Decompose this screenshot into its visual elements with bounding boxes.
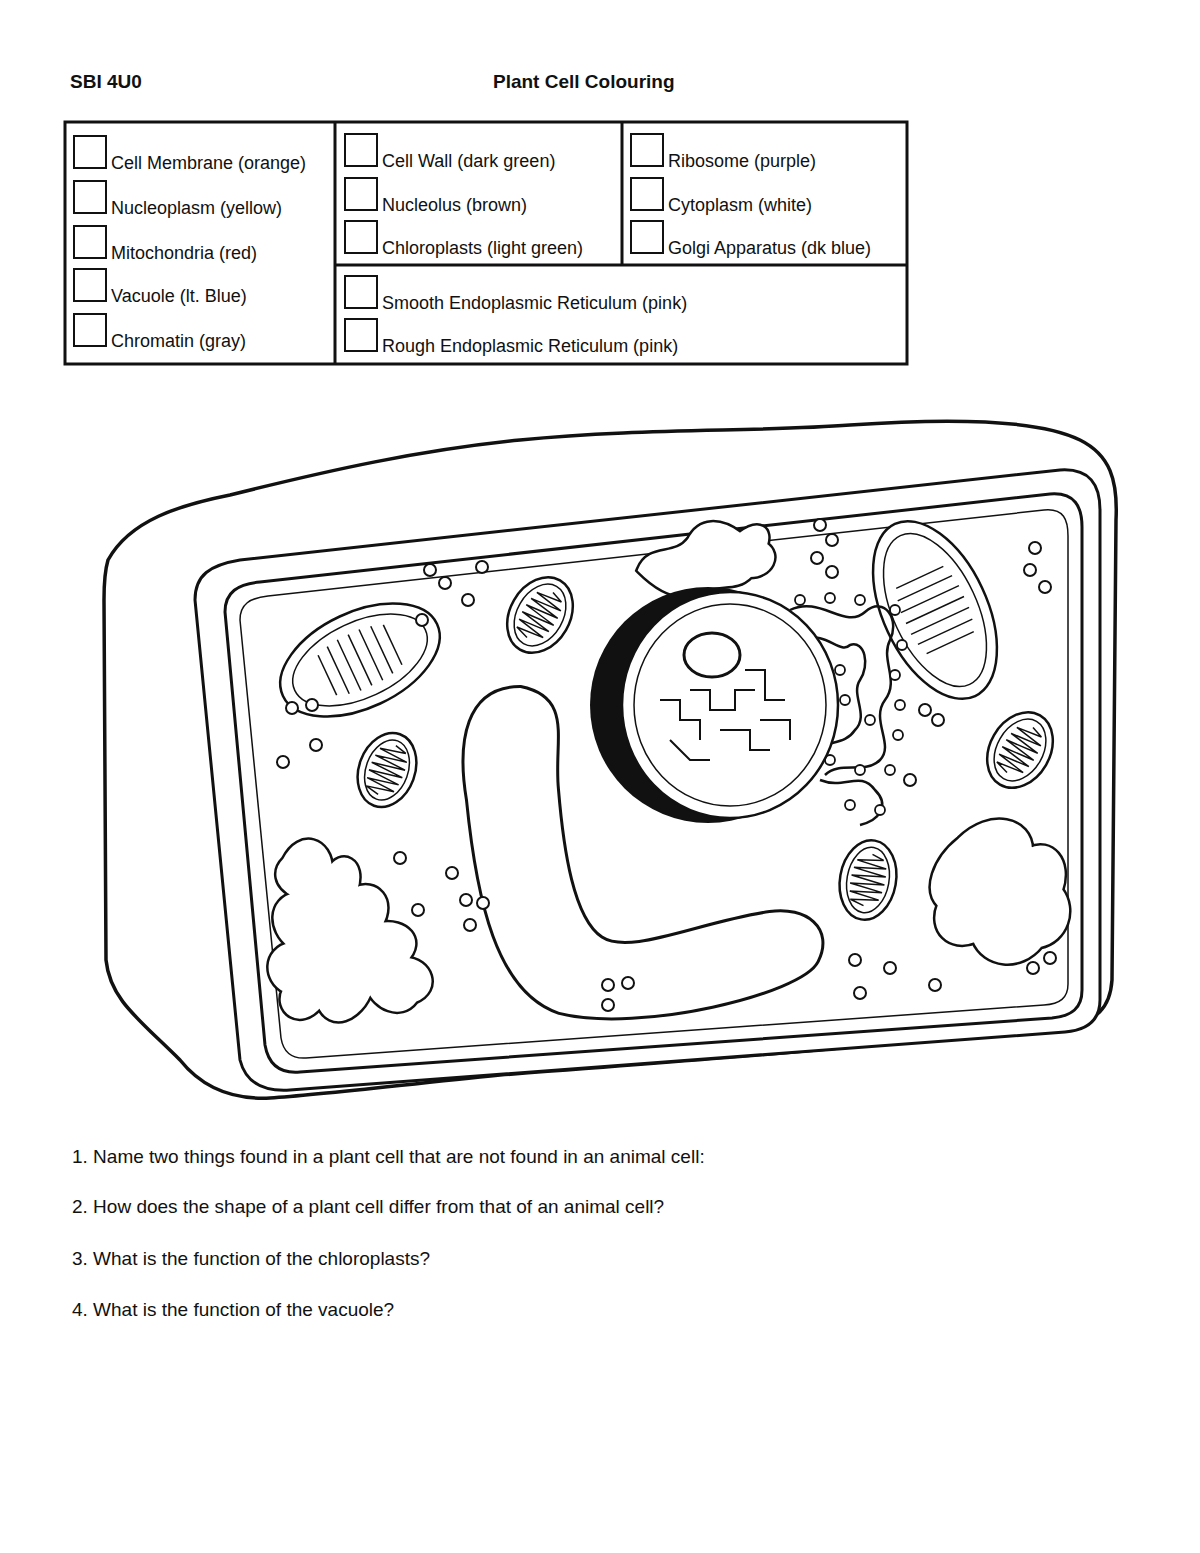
legend-text-holder: Cell Membrane (orange): [111, 152, 306, 174]
question-text-holder: 2. How does the shape of a plant cell di…: [72, 1196, 664, 1218]
checkbox: [630, 220, 664, 254]
legend-text: Nucleolus (brown): [382, 195, 527, 215]
checkbox: [73, 313, 107, 347]
checkbox: [73, 268, 107, 302]
checkbox: [630, 133, 664, 167]
legend-text: Chromatin (gray): [111, 331, 246, 351]
legend-text: Chloroplasts (light green): [382, 238, 583, 258]
legend-text-holder: Vacuole (lt. Blue): [111, 285, 247, 307]
legend-text: Ribosome (purple): [668, 151, 816, 171]
worksheet-title-holder: Plant Cell Colouring: [493, 71, 675, 93]
legend-text-holder: Ribosome (purple): [668, 150, 816, 172]
legend-text-holder: Nucleolus (brown): [382, 194, 527, 216]
legend-text-holder: Chromatin (gray): [111, 330, 246, 352]
legend-text: Smooth Endoplasmic Reticulum (pink): [382, 293, 687, 313]
question-text: 4. What is the function of the vacuole?: [72, 1299, 394, 1320]
legend-text: Nucleoplasm (yellow): [111, 198, 282, 218]
course-code: SBI 4U0: [70, 71, 142, 92]
legend-text-holder: Cytoplasm (white): [668, 194, 812, 216]
legend-text: Cell Wall (dark green): [382, 151, 555, 171]
checkbox: [344, 177, 378, 211]
legend-text-holder: Chloroplasts (light green): [382, 237, 583, 259]
question-text: 1. Name two things found in a plant cell…: [72, 1146, 705, 1167]
checkbox: [630, 177, 664, 211]
question-text: 3. What is the function of the chloropla…: [72, 1248, 430, 1269]
checkbox: [344, 318, 378, 352]
question-text-holder: 1. Name two things found in a plant cell…: [72, 1146, 705, 1168]
checkbox: [73, 180, 107, 214]
legend-text: Golgi Apparatus (dk blue): [668, 238, 871, 258]
course-code-holder: SBI 4U0: [70, 71, 142, 93]
checkbox: [73, 225, 107, 259]
legend-text: Cell Membrane (orange): [111, 153, 306, 173]
checkbox: [344, 133, 378, 167]
checkbox: [73, 135, 107, 169]
legend-text: Cytoplasm (white): [668, 195, 812, 215]
question-text-holder: 4. What is the function of the vacuole?: [72, 1299, 394, 1321]
question-text: 2. How does the shape of a plant cell di…: [72, 1196, 664, 1217]
legend-table: [65, 122, 907, 364]
legend-text-holder: Smooth Endoplasmic Reticulum (pink): [382, 292, 687, 314]
checkbox: [344, 220, 378, 254]
checkbox: [344, 275, 378, 309]
question-text-holder: 3. What is the function of the chloropla…: [72, 1248, 430, 1270]
legend-text-holder: Rough Endoplasmic Reticulum (pink): [382, 335, 678, 357]
legend-text: Mitochondria (red): [111, 243, 257, 263]
legend-text-holder: Mitochondria (red): [111, 242, 257, 264]
legend-text: Vacuole (lt. Blue): [111, 286, 247, 306]
legend-text-holder: Cell Wall (dark green): [382, 150, 555, 172]
legend-text-holder: Nucleoplasm (yellow): [111, 197, 282, 219]
legend-text: Rough Endoplasmic Reticulum (pink): [382, 336, 678, 356]
legend-text-holder: Golgi Apparatus (dk blue): [668, 237, 871, 259]
worksheet-title: Plant Cell Colouring: [493, 71, 675, 92]
